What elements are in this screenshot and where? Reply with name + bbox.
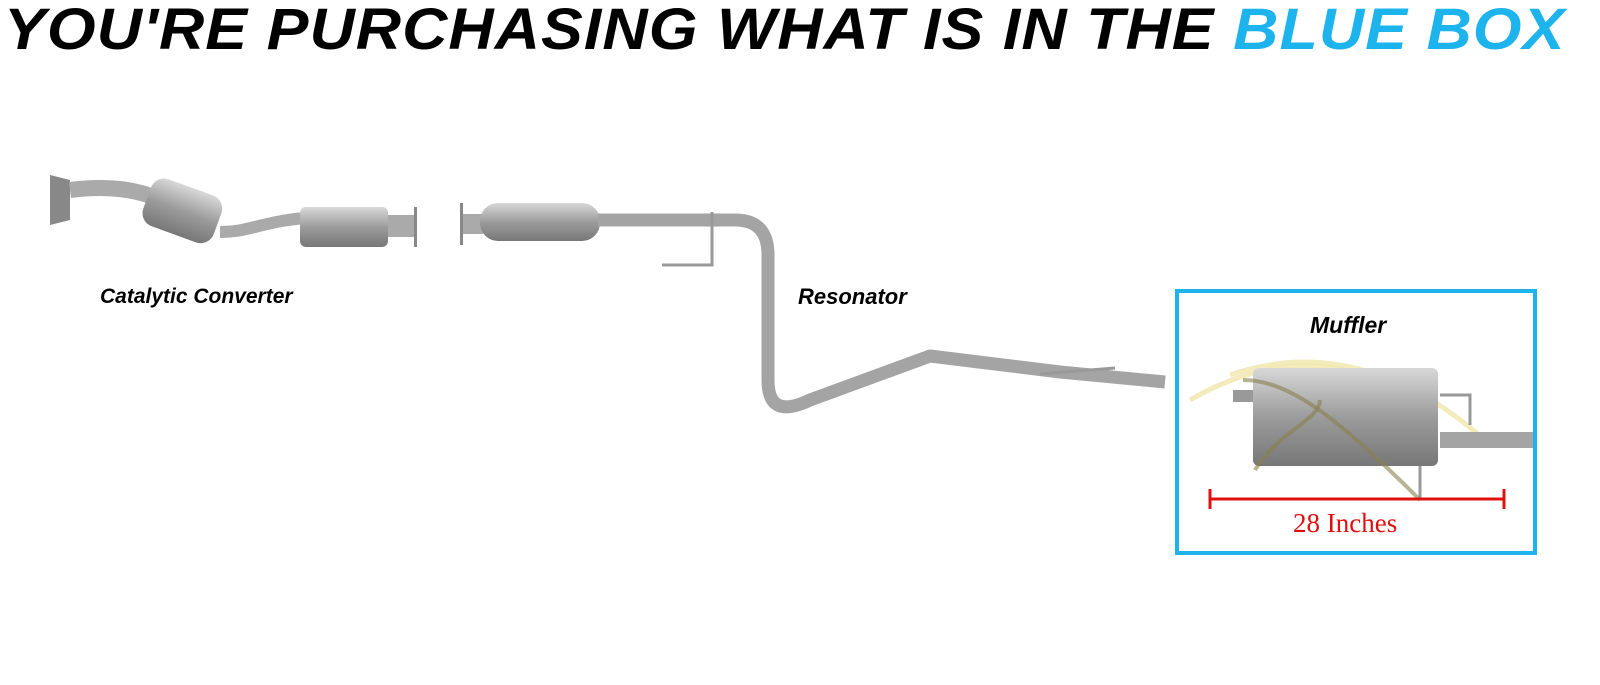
- resonator-label: Resonator: [798, 284, 907, 309]
- dimension-line: [1208, 489, 1506, 509]
- page-title: YOU'RE PURCHASING WHAT IS IN THE BLUE BO…: [4, 0, 1565, 63]
- resonator-image: [460, 203, 1166, 414]
- muffler-image: [1188, 359, 1535, 502]
- title-text: YOU'RE PURCHASING WHAT IS IN THE: [4, 0, 1215, 62]
- title-highlight: BLUE BOX: [1233, 0, 1566, 62]
- dimension-label: 28 Inches: [1293, 508, 1398, 538]
- catalytic-converter-label: Catalytic Converter: [100, 285, 293, 308]
- catalytic-converter-image: [50, 175, 417, 247]
- muffler-label: Muffler: [1310, 312, 1387, 338]
- blue-box-highlight: [1175, 289, 1537, 555]
